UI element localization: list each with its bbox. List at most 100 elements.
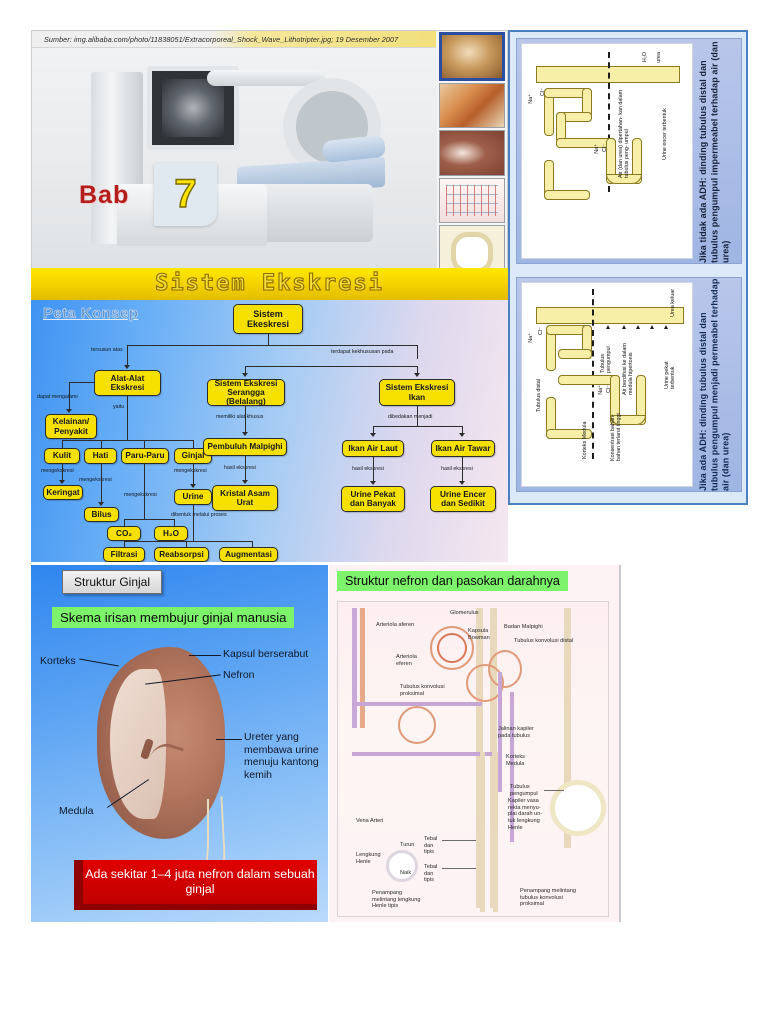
page-title: Sistem Ekskresi (155, 270, 384, 296)
thumbnail-kidney-section (439, 130, 505, 176)
label-tebal-tipis-2: Tebal dan tipis (424, 864, 438, 884)
thumbnail-kidney-stone (439, 32, 505, 82)
concept-map: Peta Konsep Sistem Ekeskresi tersusun at… (31, 300, 508, 562)
arrow-keringat (59, 480, 65, 484)
adh1-label-urine-encer: Urine encer terbentuk (662, 108, 668, 160)
label-korteks: Korteks (40, 655, 76, 667)
arrow-ikan (414, 373, 420, 377)
distal-convoluted-tubule-coil (488, 650, 522, 688)
edge-label-tersusun: tersusun atas (91, 347, 123, 353)
edge-label-mengekskresi2: mengekskresi (79, 477, 112, 483)
edge-encer-v (462, 457, 463, 483)
adh-panel: H₂O urea Na⁺ Cl⁻ Na⁺ Cl⁻ Air (dan urea) … (508, 30, 748, 505)
label-korteks-medula: Korteks Medula (506, 754, 525, 767)
node-urine-encer[interactable]: Urine Encer dan Sedikit (430, 486, 496, 512)
node-urine-pekat[interactable]: Urine Pekat dan Banyak (341, 486, 405, 512)
edge-paru-v (144, 440, 145, 448)
node-bilus[interactable]: Bilus (84, 507, 119, 522)
label-arteriola-eferen: Arteriola eferen (396, 654, 417, 667)
adh2-arrow-2 (622, 325, 626, 329)
edge-label-terdapat: terdapat kekhususan pada (331, 349, 394, 355)
nephron-count-text: Ada sekitar 1–4 juta nefron dalam sebuah… (85, 866, 315, 897)
edge-ikan-split-h (373, 426, 462, 427)
arrow-kristal (242, 480, 248, 484)
lithotripter-machine-illustration (87, 66, 387, 251)
kidney-illustration (97, 647, 228, 894)
node-sistem-ekskresi-ikan[interactable]: Sistem Ekskresi Ikan (379, 379, 455, 406)
node-kelainan-penyakit[interactable]: Kelainan/ Penyakit (45, 414, 97, 439)
edge-label-dibedakan: dibedakan menjadi (388, 414, 433, 420)
adh-diagram-no-adh: H₂O urea Na⁺ Cl⁻ Na⁺ Cl⁻ Air (dan urea) … (516, 38, 742, 264)
node-augmentasi[interactable]: Augmentasi (219, 547, 278, 562)
adh2-label-na: Na⁺ (528, 333, 534, 343)
nephron-illustration: Glomerulus Arteriola aferen Kapsula Bowm… (337, 601, 609, 917)
node-pembuluh-malpighi[interactable]: Pembuluh Malpighi (203, 438, 287, 456)
adh2-label-cl: Cl⁻ (538, 327, 544, 335)
node-urine[interactable]: Urine (174, 489, 212, 505)
arrow-bilus (98, 502, 104, 506)
node-kulit[interactable]: Kulit (44, 448, 80, 464)
edge-right-drop (417, 345, 418, 359)
adh2-label-tubulus-distal: Tubulus distal (536, 379, 542, 413)
vessel-artery (360, 608, 365, 728)
node-ikan-air-tawar[interactable]: Ikan Air Tawar (431, 440, 495, 457)
leader-tubulus-pengumpul (544, 790, 564, 791)
node-kristal-asam-urat[interactable]: Kristal Asam Urat (212, 485, 278, 511)
tubule-cross-section-diagram (550, 780, 606, 836)
leader-tebal-2 (442, 868, 476, 869)
edge-proses-span (124, 541, 252, 542)
label-turun: Turun (400, 842, 415, 848)
adh1-loop-asc (632, 138, 642, 184)
source-text: Sumber: img.alibaba.com/photo/11838051/E… (44, 35, 399, 44)
node-paru-paru[interactable]: Paru-Paru (121, 448, 169, 464)
label-penampang-tubulus: Penampang melintang tubulus konvolusi pr… (520, 888, 576, 908)
edge-reabsorpsi-v (186, 541, 187, 547)
adh2-label-urea-keluar: Urea keluar (670, 289, 676, 317)
thumbnail-liver-anatomy (439, 83, 505, 129)
edge-alat-down (127, 396, 128, 404)
node-h2o[interactable]: H₂O (154, 526, 188, 541)
adh2-label-urine-pekat: Urine pekat terbentuk (664, 361, 677, 389)
edge-yaitu-v (127, 404, 128, 440)
adh2-label-air-berdifusi: Air berdifusi ke dalam medula hipertonis (622, 343, 635, 395)
node-reabsorpsi[interactable]: Reabsorpsi (154, 547, 209, 562)
node-keringat[interactable]: Keringat (43, 485, 83, 500)
label-tebal-tipis-1: Tebal dan tipis (424, 836, 438, 856)
node-co2[interactable]: CO₂ (107, 526, 141, 541)
label-glomerulus: Glomerulus (450, 610, 479, 616)
adh2-loop-asc (636, 375, 646, 425)
node-ginjal[interactable]: Ginjal (174, 448, 212, 464)
node-alat-alat-ekskresi[interactable]: Alat-Alat Ekskresi (94, 370, 161, 396)
leader-tebal-1 (442, 840, 476, 841)
edge-label-hasil3: hasil ekskresi (441, 466, 473, 472)
glomerulus-tuft (437, 633, 467, 663)
edge-gas-span (124, 519, 174, 520)
edge-root-span (127, 345, 417, 346)
node-ikan-air-laut[interactable]: Ikan Air Laut (342, 440, 404, 457)
arrow-encer (459, 481, 465, 485)
henle-ascending (493, 752, 498, 912)
edge-paru-v2 (144, 464, 145, 519)
label-kapsul: Kapsul berserabut (223, 648, 309, 660)
node-sistem-ekskresi[interactable]: Sistem Ekeskresi (233, 304, 303, 334)
adh2-label-korteks-medula: Korteks Medula (582, 421, 588, 459)
label-medula: Medula (59, 805, 94, 817)
node-sistem-ekskresi-serangga[interactable]: Sistem Ekskresi Serangga (Belalang) (207, 379, 285, 406)
adh1-caption-wrap: Jika tidak ada ADH: dinding tubulus dist… (691, 39, 739, 263)
edge-branch-span (245, 366, 417, 367)
edge-kelainan-v (69, 382, 70, 411)
chapter-label: Bab (79, 181, 130, 209)
node-filtrasi[interactable]: Filtrasi (103, 547, 145, 562)
struktur-ginjal-button[interactable]: Struktur Ginjal (62, 570, 163, 594)
adh1-label-urea: urea (656, 52, 662, 63)
edge-alat-in (127, 359, 128, 367)
edge-proses-v (193, 505, 194, 541)
leader-ureter (216, 739, 242, 740)
adh2-label-na2: Na⁺ (598, 385, 604, 395)
chapter-number-box: 7 (154, 163, 217, 226)
label-nefron: Nefron (223, 669, 255, 681)
node-hati[interactable]: Hati (84, 448, 117, 464)
kidney-ureter-inner (177, 799, 209, 891)
machine-table-base (255, 184, 373, 242)
edge-h2o-v (174, 519, 175, 526)
